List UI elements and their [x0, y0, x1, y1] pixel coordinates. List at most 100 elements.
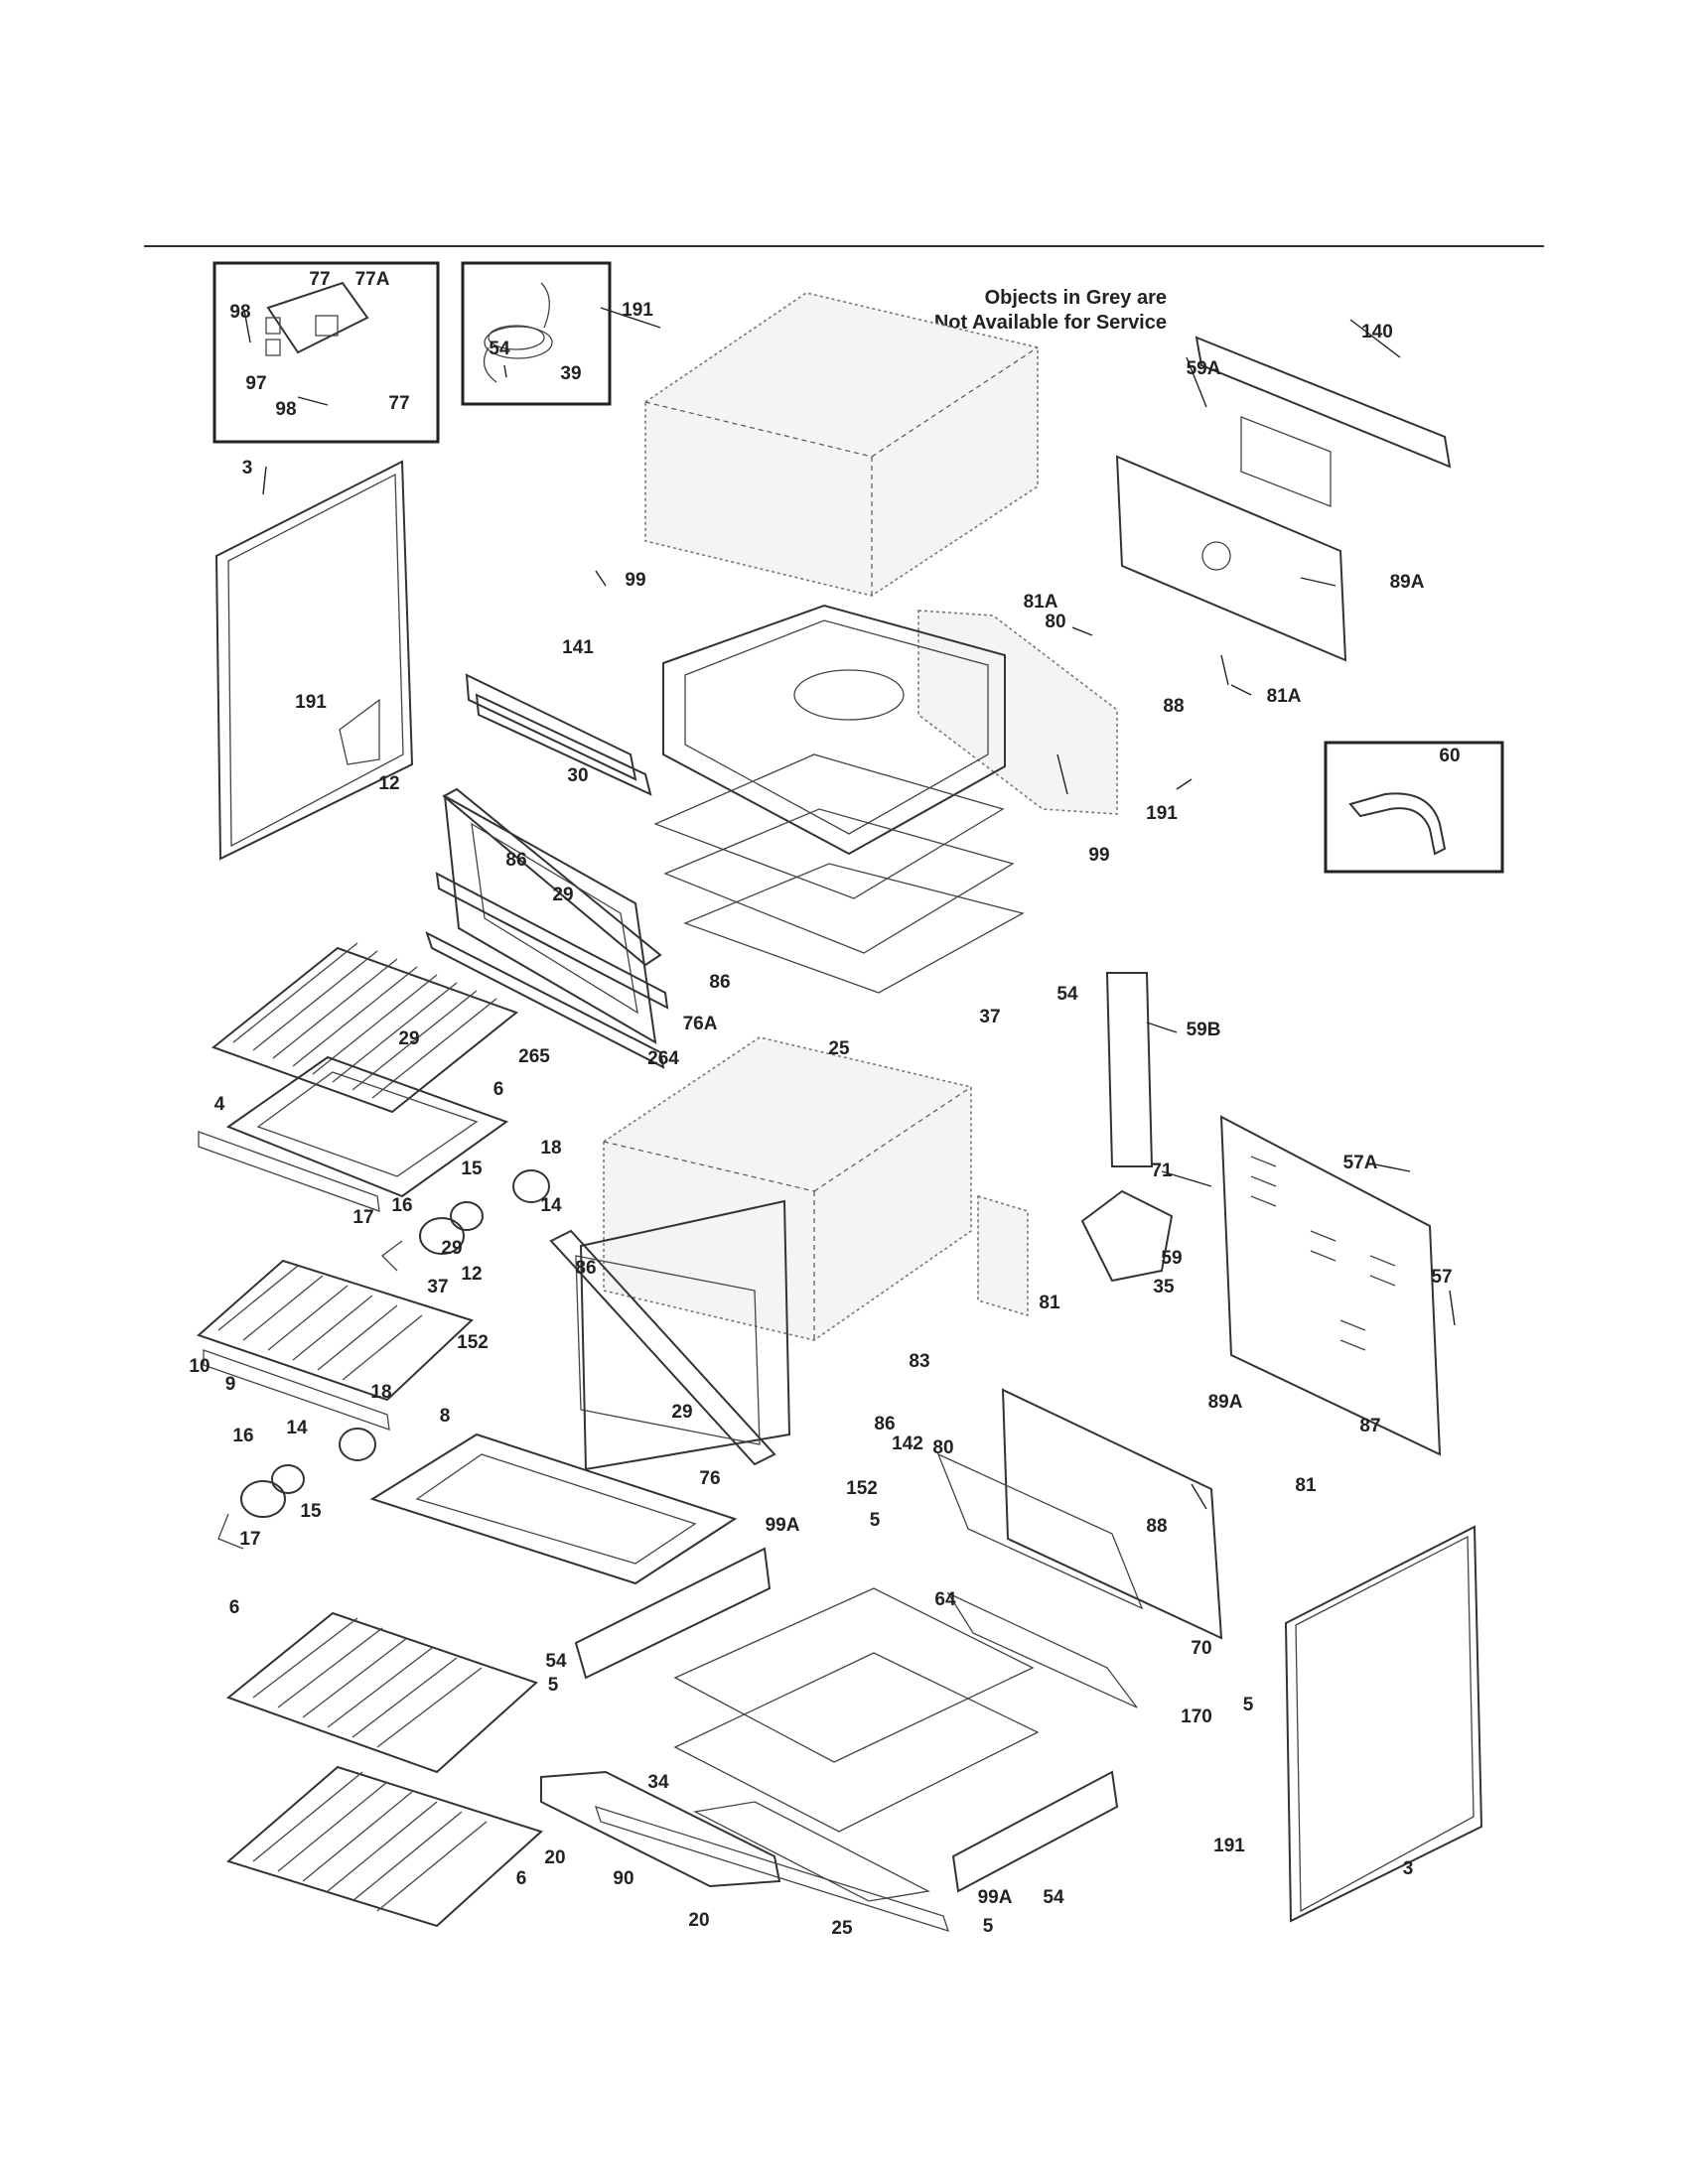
- callout-label: 86: [874, 1414, 895, 1434]
- callout-label: 76: [699, 1468, 720, 1489]
- callout-label: 20: [688, 1910, 709, 1931]
- lower-side-insulation-grey: [977, 1194, 1029, 1317]
- callout-label: 16: [232, 1426, 253, 1446]
- upper-oven-frame: [425, 673, 669, 1069]
- callout-label: 64: [934, 1589, 956, 1610]
- callout-label: 6: [229, 1597, 240, 1618]
- callout-label: 12: [378, 773, 399, 794]
- callout-label: 89A: [1208, 1392, 1243, 1413]
- callout-label: 34: [647, 1772, 669, 1793]
- callout-label: 76A: [683, 1014, 718, 1034]
- lower-oven-bake-pan: [369, 1433, 738, 1585]
- callout-label: 54: [1056, 984, 1078, 1005]
- callout-label: 81A: [1024, 592, 1058, 613]
- callout-label: 81: [1295, 1475, 1317, 1496]
- vent-duct: [1080, 972, 1174, 1283]
- callout-label: 16: [391, 1195, 412, 1216]
- callout-label: 39: [560, 363, 581, 384]
- callout-label: 80: [1045, 612, 1065, 632]
- clamp-inset: [1324, 741, 1504, 874]
- grey-objects-notice-line1: Objects in Grey are: [985, 287, 1167, 309]
- callout-label: 25: [831, 1918, 853, 1939]
- callout-label: 14: [540, 1195, 562, 1216]
- callout-label: 4: [214, 1094, 225, 1115]
- callout-label: 29: [671, 1402, 692, 1423]
- callout-label: 98: [229, 302, 250, 323]
- callout-label: 87: [1359, 1416, 1380, 1436]
- callout-label: 89A: [1390, 572, 1425, 593]
- callout-label: 80: [932, 1437, 953, 1458]
- callout-label: 99: [1088, 845, 1109, 866]
- callout-label: 97: [245, 373, 266, 394]
- callout-label: 70: [1191, 1638, 1211, 1659]
- callout-label: 5: [870, 1510, 881, 1531]
- callout-label: 59B: [1187, 1020, 1221, 1040]
- callout-label: 265: [518, 1046, 550, 1067]
- callout-label: 37: [427, 1277, 448, 1297]
- callout-label: 17: [239, 1529, 260, 1550]
- lower-racks: [225, 1611, 543, 1928]
- callout-label: 5: [983, 1916, 994, 1937]
- upper-broil-pan: [198, 1055, 509, 1212]
- callout-label: 30: [567, 765, 588, 786]
- callout-label: 264: [647, 1048, 679, 1069]
- callout-label: 37: [979, 1007, 1000, 1027]
- base-assembly: [540, 1547, 1119, 1933]
- callout-label: 18: [370, 1382, 391, 1403]
- callout-label: 88: [1146, 1516, 1167, 1537]
- left-side-panel: [214, 460, 414, 861]
- callout-label: 6: [516, 1868, 527, 1889]
- callout-label: 83: [909, 1351, 929, 1372]
- broiler-pan-grid: [197, 1259, 474, 1431]
- callout-label: 8: [440, 1406, 451, 1427]
- rear-panel: [1219, 1115, 1442, 1456]
- top-insulation-grey: [644, 292, 1039, 597]
- callout-label: 141: [562, 637, 594, 658]
- callout-label: 35: [1153, 1277, 1175, 1297]
- callout-label: 15: [461, 1159, 483, 1179]
- callout-label: 77A: [355, 269, 390, 290]
- callout-label: 90: [613, 1868, 633, 1889]
- callout-label: 152: [457, 1332, 489, 1353]
- callout-label: 29: [552, 885, 573, 905]
- callout-label: 6: [493, 1079, 504, 1100]
- callout-label: 191: [1213, 1836, 1245, 1856]
- callout-label: 54: [1043, 1887, 1064, 1908]
- right-side-panel: [1284, 1525, 1483, 1923]
- callout-label: 142: [892, 1433, 923, 1454]
- callout-label: 86: [505, 850, 526, 871]
- control-board-inset: [212, 261, 440, 444]
- upper-rack: [211, 942, 519, 1114]
- upper-oven-tray-stack: [653, 753, 1025, 994]
- callout-label: 191: [1146, 803, 1178, 824]
- callout-label: 29: [441, 1238, 462, 1259]
- callout-label: 54: [489, 339, 510, 359]
- callout-label: 191: [622, 300, 653, 321]
- lower-oven-light: [217, 1428, 376, 1550]
- upper-control-bracket: [1115, 336, 1452, 662]
- power-cord-inset: [461, 261, 612, 406]
- callout-label: 10: [189, 1356, 210, 1377]
- callout-label: 86: [575, 1258, 596, 1279]
- grey-objects-notice-line2: Not Available for Service: [934, 312, 1167, 334]
- callout-label: 15: [300, 1501, 322, 1522]
- callout-label: 3: [242, 458, 253, 478]
- callout-label: 81: [1039, 1293, 1060, 1313]
- upper-oven-light: [381, 1169, 550, 1272]
- callout-label: 71: [1151, 1160, 1173, 1181]
- upper-side-insulation-grey: [917, 610, 1118, 815]
- lower-control-bracket: [936, 1388, 1223, 1708]
- callout-label: 99A: [978, 1887, 1013, 1908]
- callout-label: 98: [275, 399, 296, 420]
- callout-label: 60: [1439, 746, 1460, 766]
- callout-label: 77: [309, 269, 330, 290]
- leader-lines: [262, 307, 1456, 1510]
- callout-label: 3: [1403, 1858, 1414, 1879]
- callout-label: 57: [1431, 1267, 1452, 1288]
- callout-label: 59: [1161, 1248, 1182, 1269]
- callout-label: 99A: [766, 1515, 800, 1536]
- callout-label: 88: [1163, 696, 1184, 717]
- callout-label: 18: [540, 1138, 561, 1159]
- callout-label: 59A: [1187, 358, 1221, 379]
